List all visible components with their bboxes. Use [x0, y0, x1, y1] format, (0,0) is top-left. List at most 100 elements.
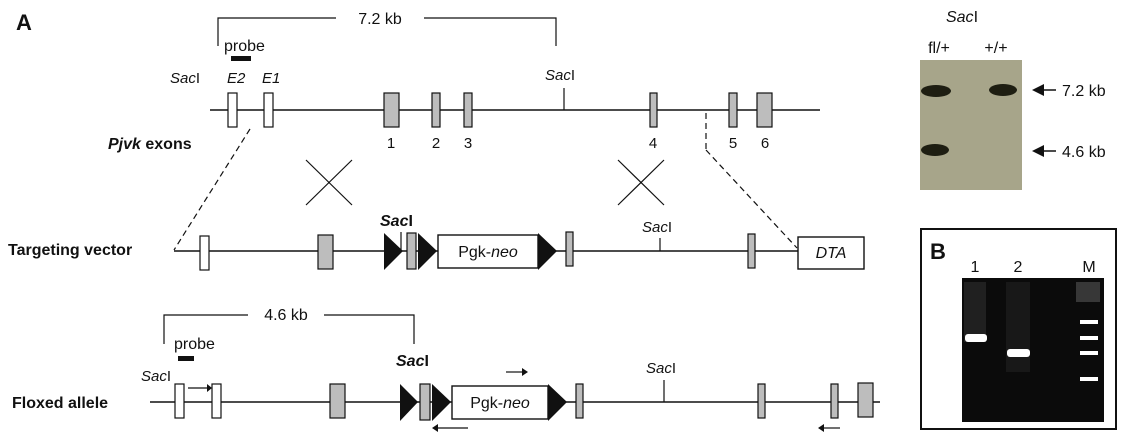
fl-frt-site-1	[432, 384, 451, 421]
primer-arrow-3-head	[432, 424, 438, 432]
gel-lane-label-2: 2	[1014, 259, 1023, 276]
pcr-band-lane-2	[1007, 349, 1030, 357]
probe-bar-top	[231, 56, 251, 61]
probe-bar-bottom	[178, 356, 194, 361]
pjvk-exons-label: Pjvk exons	[108, 136, 192, 153]
exon-number-2: 2	[432, 135, 440, 152]
fl-exon-e1	[211, 383, 222, 419]
marker-band-2	[1080, 336, 1098, 340]
exon-1	[383, 92, 400, 128]
homology-dash-right-2	[705, 149, 798, 249]
fl-saci-label-1: SacI	[141, 368, 171, 385]
pcr-band-lane-1	[965, 334, 987, 342]
exon-2	[431, 92, 441, 128]
targeting-vector-label: Targeting vector	[8, 242, 132, 259]
wildtype-allele: 7.2 kb probe SacI E2 E1 SacI 1 2 3 4 5 6…	[108, 11, 820, 153]
primer-arrow-4-head	[818, 424, 824, 432]
southern-band-label-7-2: 7.2 kb	[1062, 83, 1106, 100]
exon-e2-label: E2	[227, 70, 246, 87]
tv-exon-e2	[199, 235, 210, 271]
panel-label-b: B	[930, 239, 946, 264]
band-fl-4-6	[921, 144, 949, 156]
cross-right-b	[617, 159, 665, 206]
dta-box	[797, 236, 865, 270]
frt-site-2	[538, 233, 557, 270]
gel-lane-label-m: M	[1082, 259, 1095, 276]
tv-exon-4	[747, 233, 756, 269]
primer-arrow-1-head	[207, 384, 212, 392]
bracket-4-6-left	[163, 314, 248, 344]
southern-band-label-4-6: 4.6 kb	[1062, 144, 1106, 161]
fl-exon-2	[419, 383, 431, 421]
exon-number-3: 3	[464, 135, 472, 152]
fl-exon-e2	[174, 383, 185, 419]
tv-exon-3	[565, 231, 574, 267]
marker-band-1	[1080, 320, 1098, 324]
marker-band-3	[1080, 351, 1098, 355]
probe-label-top: probe	[224, 38, 265, 55]
fl-exon-1	[329, 383, 346, 419]
pcr-gel-panel: B 1 2 M	[920, 228, 1117, 430]
targeting-vector: Targeting vector SacI Pgk-neo SacI DTA	[8, 213, 865, 271]
exon-5	[728, 92, 738, 128]
southern-lane-label-2: +/+	[984, 40, 1007, 57]
fl-pgk-neo-label: Pgk-neo	[470, 395, 530, 412]
band-wt-7-2	[989, 84, 1017, 96]
exon-e1	[263, 92, 274, 128]
exon-number-4: 4	[649, 135, 657, 152]
tv-exon-2	[406, 232, 417, 270]
frt-site-1	[418, 233, 437, 270]
fl-exon-3	[575, 383, 584, 419]
dta-label: DTA	[816, 245, 847, 262]
southern-lane-label-1: fl/+	[928, 40, 950, 57]
bracket-4-6-right	[324, 314, 415, 344]
fl-pgk-neo-box	[451, 385, 549, 420]
lane-m-top	[1076, 282, 1100, 302]
floxed-allele: 4.6 kb probe SacI SacI SacI Floxed allel…	[12, 307, 880, 432]
panel-label-a: A	[16, 10, 32, 35]
southern-blot-membrane	[920, 60, 1022, 190]
fl-loxp-site-1	[400, 384, 418, 421]
fl-exon-5	[830, 383, 839, 419]
lane-2-smear	[1006, 282, 1030, 372]
exon-4	[649, 92, 658, 128]
fl-saci-label-3: SacI	[646, 360, 676, 377]
lane-1-smear	[964, 282, 986, 342]
arrow-4-6-head	[1032, 145, 1044, 157]
exon-e1-label: E1	[262, 70, 280, 87]
fl-saci-label-2: SacI	[396, 353, 429, 370]
fl-frt-site-2	[548, 384, 567, 421]
cross-left-b	[305, 159, 353, 206]
kb-7-2-label: 7.2 kb	[358, 11, 402, 28]
southern-blot-panel: SacI fl/+ +/+ 7.2 kb 4.6 kb	[920, 9, 1106, 190]
fl-exon-6	[857, 382, 874, 418]
bracket-7-2-right	[424, 17, 557, 46]
tv-saci-label-2: SacI	[642, 219, 672, 236]
floxed-allele-label: Floxed allele	[12, 395, 108, 412]
exon-number-1: 1	[387, 135, 395, 152]
exon-3	[463, 92, 473, 128]
bracket-7-2-left	[217, 17, 336, 46]
exon-e2	[227, 92, 238, 128]
fl-exon-4	[757, 383, 766, 419]
kb-4-6-label: 4.6 kb	[264, 307, 308, 324]
tv-saci-label: SacI	[380, 213, 413, 230]
gel-lane-label-1: 1	[971, 259, 980, 276]
exon-number-6: 6	[761, 135, 769, 152]
marker-band-4	[1080, 377, 1098, 381]
exon-6	[756, 92, 773, 128]
saci-site-label-2: SacI	[545, 67, 575, 84]
recombination-markers	[173, 113, 798, 251]
probe-label-bottom: probe	[174, 336, 215, 353]
southern-enzyme-label: SacI	[946, 9, 978, 26]
saci-site-label-1: SacI	[170, 70, 200, 87]
tv-exon-1	[317, 234, 334, 270]
exon-number-5: 5	[729, 135, 737, 152]
primer-arrow-2-head	[522, 368, 528, 376]
loxp-site-1	[384, 233, 403, 270]
tv-pgk-neo-label: Pgk-neo	[458, 244, 518, 261]
homology-dash-left	[173, 128, 251, 251]
band-fl-7-2	[921, 85, 951, 97]
arrow-7-2-head	[1032, 84, 1044, 96]
